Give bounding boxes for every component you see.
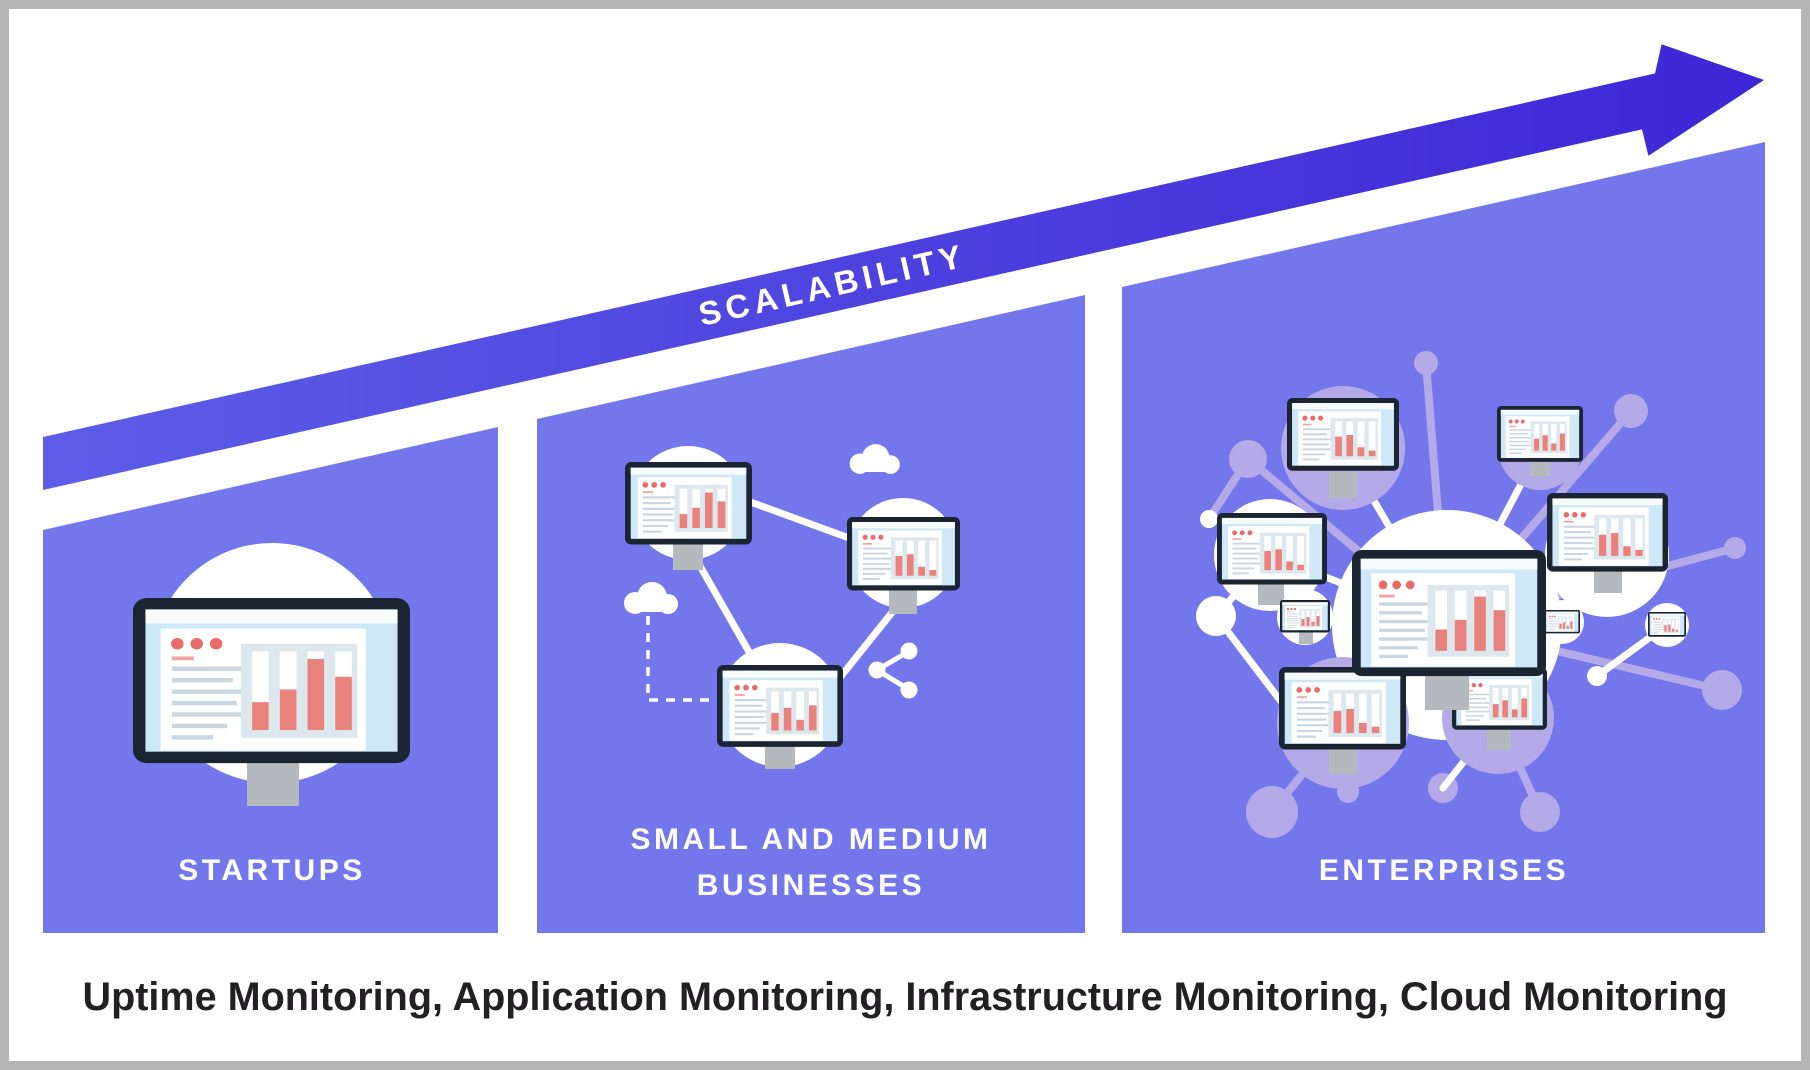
monitor-icon	[1547, 493, 1668, 572]
enterprise-node-top	[1281, 386, 1405, 510]
enterprise-node-tiny3	[1645, 603, 1689, 647]
monitor-icon	[625, 462, 752, 545]
enterprise-node-bottomleft	[1277, 657, 1409, 789]
monitor-icon	[1287, 398, 1399, 471]
panel-enterprises: ENTERPRISES	[1122, 142, 1765, 933]
monitor-icon	[717, 665, 843, 747]
caption-text: Uptime Monitoring, Application Monitorin…	[83, 975, 1728, 1019]
diagram-canvas: SCALABILITY STARTUPS	[43, 44, 1765, 1019]
enterprise-node-right	[1545, 493, 1669, 617]
arrow-icon	[43, 44, 1764, 490]
monitor-icon	[1217, 513, 1327, 585]
enterprise-node-tiny1	[1277, 589, 1333, 645]
panel-startups: STARTUPS	[43, 427, 498, 933]
monitor-icon	[133, 598, 410, 763]
startups-label: STARTUPS	[178, 854, 365, 887]
smb-label-line1: SMALL AND MEDIUM	[631, 823, 992, 856]
monitor-icon	[1497, 406, 1583, 462]
monitor-icon	[1544, 610, 1580, 633]
monitor-icon	[1352, 550, 1546, 676]
smb-node-b	[847, 498, 960, 614]
monitor-stand	[247, 762, 299, 806]
enterprise-node-central	[1352, 550, 1546, 710]
dashed-connector	[646, 616, 738, 702]
enterprise-node-topright	[1497, 406, 1583, 490]
enterprises-label: ENTERPRISES	[1319, 854, 1569, 887]
enterprise-node-tiny2	[1540, 600, 1584, 644]
smb-node-c	[717, 643, 843, 769]
monitor-icon	[1648, 612, 1686, 637]
panel-smb: SMALL AND MEDIUM BUSINESSES	[537, 295, 1085, 933]
enterprise-node-bottomright	[1442, 662, 1554, 774]
smb-node-a	[625, 446, 752, 570]
monitor-icon	[847, 517, 960, 590]
share-icon	[868, 642, 918, 699]
enterprise-node-left	[1214, 499, 1327, 611]
monitor-icon	[1279, 667, 1406, 750]
smb-label-line2: BUSINESSES	[697, 869, 925, 902]
monitor-icon	[1280, 600, 1330, 633]
